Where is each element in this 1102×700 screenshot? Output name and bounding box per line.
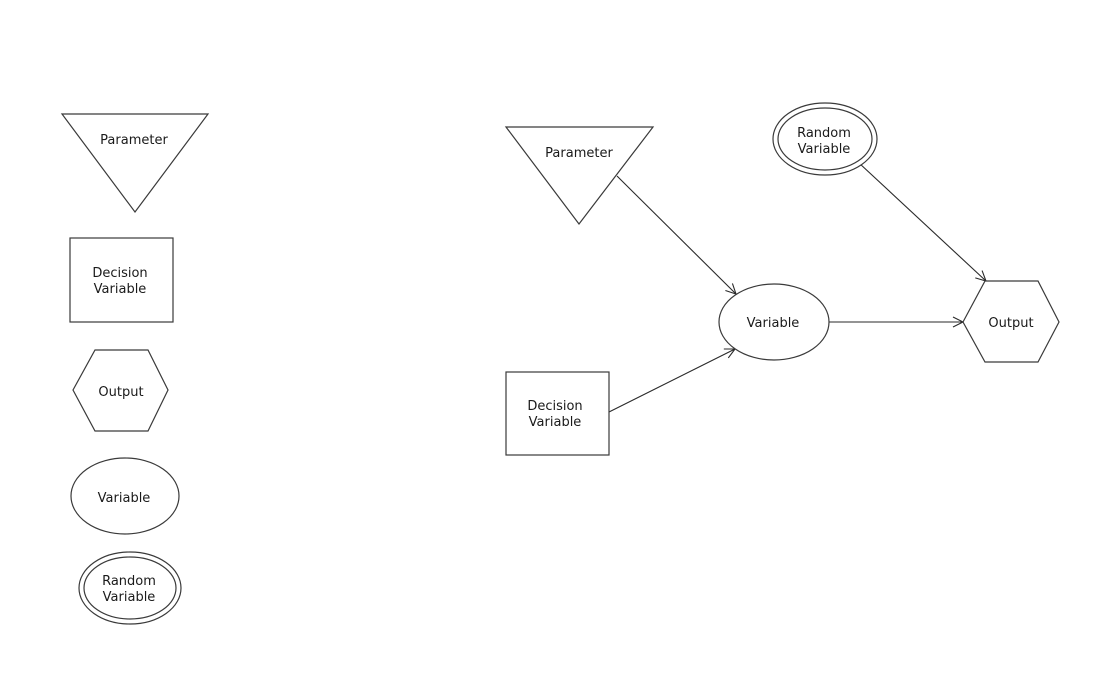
legend-variable-label: Variable bbox=[98, 491, 151, 506]
legend-parameter-label: Parameter bbox=[100, 133, 168, 148]
legend-output-label: Output bbox=[98, 385, 143, 400]
diagram-variable-label: Variable bbox=[747, 316, 800, 331]
diagram-random-variable-node[interactable]: Random Variable bbox=[772, 102, 878, 176]
legend-parameter-node[interactable]: Parameter bbox=[60, 113, 210, 214]
diagram-variable-node[interactable]: Variable bbox=[718, 283, 830, 361]
legend-random-variable-label-line2: Variable bbox=[103, 590, 156, 605]
double-ellipse-inner bbox=[777, 107, 873, 171]
rectangle-shape bbox=[505, 371, 610, 456]
legend-decision-variable-label-line1: Decision bbox=[92, 266, 147, 281]
diagram-random-variable-label-line1: Random bbox=[797, 126, 851, 141]
edge-decision-variable-to-variable[interactable] bbox=[608, 349, 735, 413]
legend: Parameter Decision Variable Output Varia… bbox=[60, 113, 210, 625]
diagram: Parameter Random Variable Variable Decis… bbox=[504, 102, 1060, 456]
diagram-output-label: Output bbox=[988, 316, 1033, 331]
triangle-shape bbox=[504, 126, 655, 225]
legend-decision-variable-label-line2: Variable bbox=[94, 282, 147, 297]
hexagon-shape bbox=[72, 349, 169, 432]
ellipse-shape bbox=[70, 457, 180, 535]
edge-random-variable-to-output[interactable] bbox=[858, 162, 986, 281]
edge-parameter-to-variable[interactable] bbox=[616, 175, 736, 294]
legend-variable-node[interactable]: Variable bbox=[70, 457, 180, 535]
legend-decision-variable-node[interactable]: Decision Variable bbox=[69, 237, 174, 323]
diagram-decision-variable-label-line1: Decision bbox=[527, 399, 582, 414]
diagram-output-node[interactable]: Output bbox=[962, 280, 1060, 363]
triangle-shape bbox=[60, 113, 210, 214]
legend-random-variable-label-line1: Random bbox=[102, 574, 156, 589]
hexagon-shape bbox=[962, 280, 1060, 363]
legend-output-node[interactable]: Output bbox=[72, 349, 169, 432]
legend-random-variable-node[interactable]: Random Variable bbox=[78, 551, 182, 625]
diagram-parameter-node[interactable]: Parameter bbox=[504, 126, 655, 225]
diagram-parameter-label: Parameter bbox=[545, 146, 613, 161]
diagram-edges bbox=[608, 162, 986, 413]
ellipse-shape bbox=[718, 283, 830, 361]
diagram-decision-variable-label-line2: Variable bbox=[529, 415, 582, 430]
double-ellipse-inner bbox=[83, 556, 177, 620]
diagram-random-variable-label-line2: Variable bbox=[798, 142, 851, 157]
rectangle-shape bbox=[69, 237, 174, 323]
diagram-decision-variable-node[interactable]: Decision Variable bbox=[505, 371, 610, 456]
